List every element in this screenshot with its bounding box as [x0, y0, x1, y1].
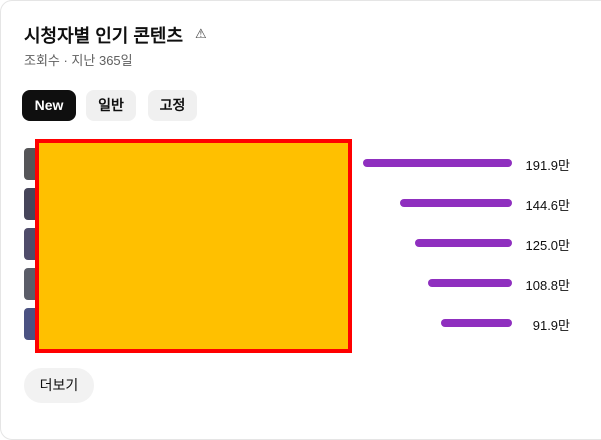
views-bar	[414, 239, 512, 247]
filter-pinned[interactable]: 고정	[148, 90, 197, 121]
views-label: 91.9만	[532, 318, 570, 333]
views-bar	[399, 199, 512, 207]
show-more-button[interactable]: 더보기	[24, 368, 94, 403]
views-label: 108.8만	[525, 278, 571, 293]
filter-new[interactable]: New	[22, 90, 76, 121]
views-bar	[363, 159, 512, 167]
views-bar	[440, 319, 512, 327]
filter-general[interactable]: 일반	[86, 90, 136, 121]
card-subtitle: 조회수 · 지난 365일	[24, 53, 133, 68]
views-label: 191.9만	[525, 158, 571, 173]
warning-icon[interactable]: ⚠	[195, 26, 207, 41]
views-bar	[427, 279, 512, 287]
views-label: 125.0만	[525, 238, 571, 253]
redacted-region	[35, 139, 352, 353]
card-title: 시청자별 인기 콘텐츠	[24, 26, 184, 46]
views-label: 144.6만	[525, 198, 571, 213]
